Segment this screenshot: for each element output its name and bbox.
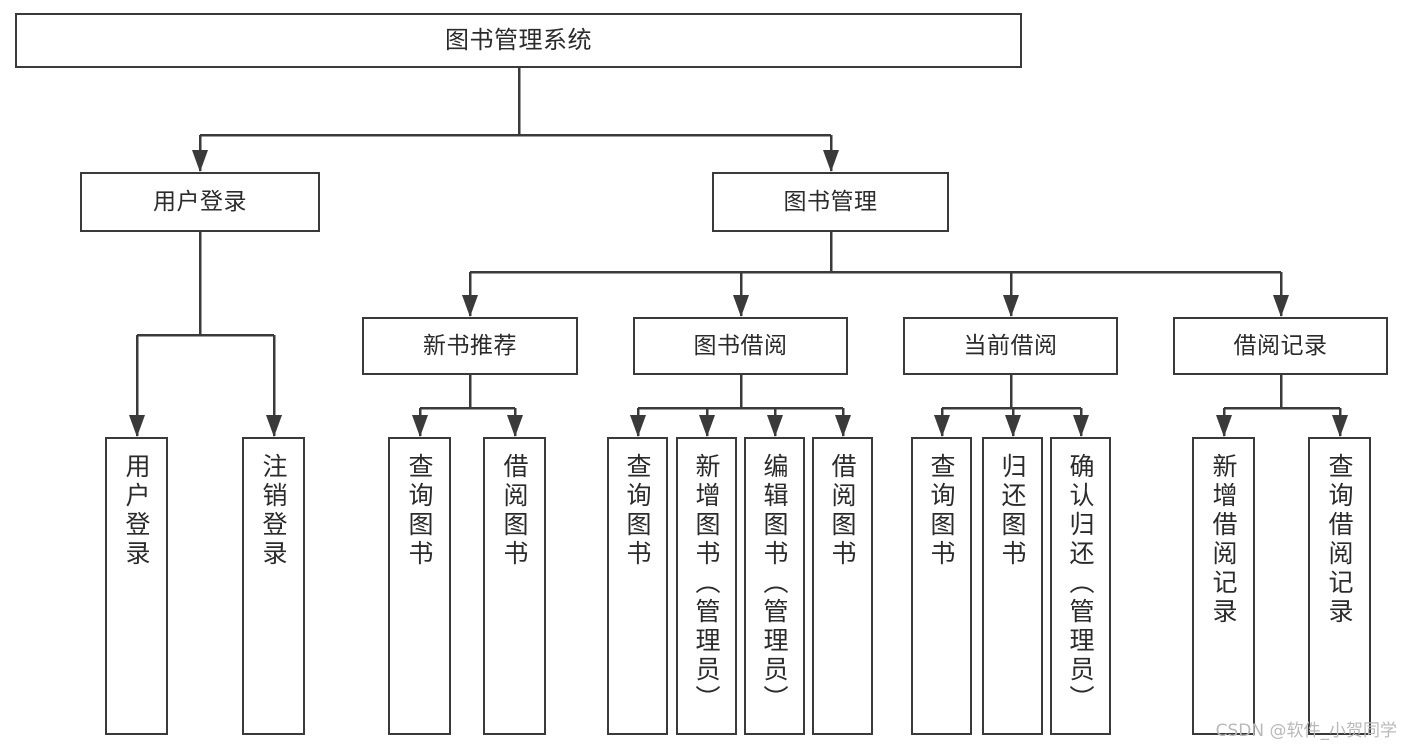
arrow-head: [1073, 415, 1089, 437]
arrow-head: [129, 415, 145, 437]
node-leaf-add[interactable]: 新增图书（管理员）: [676, 437, 737, 735]
node-leaf-b1[interactable]: 借阅图书: [483, 437, 546, 735]
node-current[interactable]: 当前借阅: [903, 317, 1118, 375]
arrow-head: [507, 415, 523, 437]
arrow-head: [767, 415, 783, 437]
node-label: 当前借阅: [963, 332, 1058, 359]
arrow-head: [1332, 415, 1348, 437]
node-label: 归还图书: [998, 453, 1027, 569]
node-label: 借阅图书: [500, 453, 529, 569]
arrow-head: [1003, 295, 1019, 317]
arrow-head: [630, 415, 646, 437]
node-login[interactable]: 用户登录: [80, 172, 320, 232]
arrow-head: [266, 415, 282, 437]
node-leaf-b2[interactable]: 借阅图书: [812, 437, 873, 735]
arrow-head: [1273, 295, 1289, 317]
node-leaf-conf[interactable]: 确认归还（管理员）: [1050, 437, 1111, 735]
arrow-head: [412, 415, 428, 437]
node-leaf-edit[interactable]: 编辑图书（管理员）: [744, 437, 805, 735]
arrow-head: [192, 150, 208, 172]
node-leaf-login[interactable]: 用户登录: [105, 437, 168, 735]
node-leaf-q1[interactable]: 查询图书: [388, 437, 451, 735]
node-borrow[interactable]: 图书借阅: [633, 317, 848, 375]
node-leaf-q2[interactable]: 查询图书: [607, 437, 668, 735]
node-label: 用户登录: [122, 453, 151, 569]
node-leaf-addrec[interactable]: 新增借阅记录: [1192, 437, 1255, 735]
node-newbook[interactable]: 新书推荐: [362, 317, 578, 375]
arrow-head: [823, 150, 839, 172]
arrow-head: [1005, 415, 1021, 437]
node-label: 查询图书: [405, 453, 434, 569]
node-label: 图书管理: [783, 188, 878, 215]
node-bookmgmt[interactable]: 图书管理: [712, 172, 949, 232]
node-label: 借阅图书: [828, 453, 857, 569]
arrow-head: [934, 415, 950, 437]
arrow-head: [462, 295, 478, 317]
arrow-head: [1216, 415, 1232, 437]
node-leaf-qrec[interactable]: 查询借阅记录: [1308, 437, 1371, 735]
arrow-head: [699, 415, 715, 437]
node-label: 借阅记录: [1233, 332, 1328, 359]
node-label: 图书管理系统: [445, 25, 592, 54]
node-label: 新书推荐: [423, 332, 517, 359]
node-label: 注销登录: [259, 453, 288, 569]
node-records[interactable]: 借阅记录: [1173, 317, 1388, 375]
node-leaf-q3[interactable]: 查询图书: [911, 437, 972, 735]
arrow-head: [835, 415, 851, 437]
node-leaf-ret[interactable]: 归还图书: [982, 437, 1043, 735]
arrow-head: [733, 295, 749, 317]
node-leaf-logout[interactable]: 注销登录: [242, 437, 305, 735]
csdn-watermark: CSDN @软件_小贺同学: [1215, 721, 1397, 741]
node-label: 查询图书: [927, 453, 956, 569]
node-label: 查询图书: [623, 453, 652, 569]
node-label: 查询借阅记录: [1325, 453, 1354, 627]
node-label: 确认归还（管理员）: [1066, 453, 1095, 714]
node-label: 编辑图书（管理员）: [760, 453, 789, 714]
node-root[interactable]: 图书管理系统: [15, 13, 1022, 68]
node-label: 用户登录: [153, 188, 247, 215]
node-label: 新增图书（管理员）: [692, 453, 721, 714]
node-label: 新增借阅记录: [1209, 453, 1238, 627]
node-label: 图书借阅: [693, 332, 788, 359]
